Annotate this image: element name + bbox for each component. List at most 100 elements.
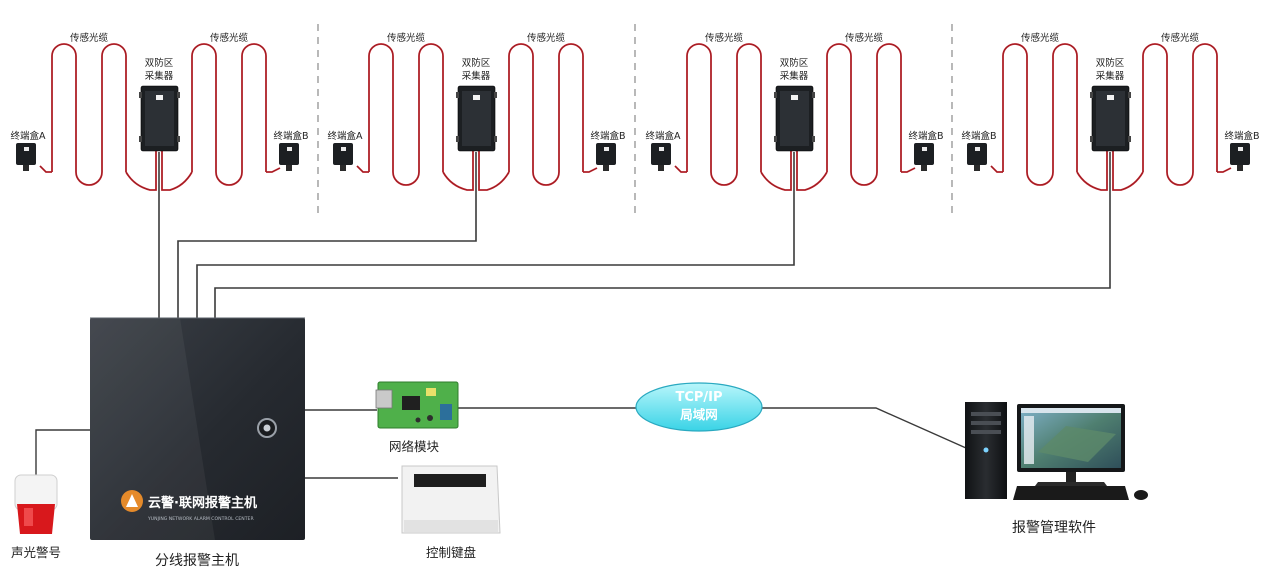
keyboard-base <box>404 520 498 532</box>
collector-latch <box>139 136 142 142</box>
collector-label-line2: 采集器 <box>462 70 491 82</box>
terminal-indicator-icon <box>922 147 927 151</box>
terminal-box-right <box>914 143 934 165</box>
terminal-label-right: 终端盒B <box>1224 130 1259 142</box>
terminal-label-left: 终端盒A <box>11 130 47 142</box>
terminal-indicator-icon <box>24 147 29 151</box>
keyboard-caption: 控制键盘 <box>426 545 476 560</box>
sensing-fiber-core <box>990 43 1232 191</box>
collector-latch <box>1128 136 1131 142</box>
collector-latch <box>139 92 142 98</box>
fiber-label-left: 传感光缆 <box>705 32 744 44</box>
terminal-box-left <box>967 143 987 165</box>
host-reflection <box>90 318 215 540</box>
fiber-label-left: 传感光缆 <box>1021 32 1060 44</box>
collector-latch <box>774 136 777 142</box>
sensing-fiber-core <box>39 43 281 191</box>
collector-latch <box>774 92 777 98</box>
rj45-port-icon <box>375 389 393 409</box>
terminal-gland <box>658 165 664 171</box>
fiber-label-left: 传感光缆 <box>387 32 426 44</box>
component-icon <box>440 404 452 420</box>
terminal-gland <box>286 165 292 171</box>
lan-label-line1: TCP/IP <box>675 390 722 405</box>
collector-latch <box>456 136 459 142</box>
terminal-label-right: 终端盒B <box>908 130 943 142</box>
terminal-gland <box>974 165 980 171</box>
component-icon <box>426 388 436 396</box>
siren-caption: 声光警号 <box>11 545 61 560</box>
trunk-cable-zone2 <box>177 152 477 318</box>
network-module: 网络模块 <box>375 381 459 454</box>
collector-face <box>145 91 174 146</box>
siren-highlight <box>24 508 33 526</box>
collector-label-line1: 双防区 <box>462 57 491 69</box>
collector-label-line2: 采集器 <box>145 70 174 82</box>
screen-sidebar <box>1024 416 1034 464</box>
terminal-label-left: 终端盒A <box>646 130 682 142</box>
collector-face <box>462 91 491 146</box>
collector-face <box>1096 91 1125 146</box>
terminal-indicator-icon <box>1238 147 1243 151</box>
lock-icon[interactable] <box>257 418 277 438</box>
fiber-label-right: 传感光缆 <box>845 32 884 44</box>
collector-latch <box>1090 136 1093 142</box>
terminal-gland <box>23 165 29 171</box>
collector-latch <box>812 136 815 142</box>
host-cables <box>35 407 967 479</box>
collector-latch <box>812 92 815 98</box>
siren-lens <box>17 504 55 534</box>
terminal-gland <box>603 165 609 171</box>
terminal-label-right: 终端盒B <box>590 130 625 142</box>
control-keyboard: 控制键盘 <box>401 465 501 560</box>
terminal-label-left: 终端盒B <box>961 130 996 142</box>
siren-cable <box>35 429 90 475</box>
collector-latch <box>456 92 459 98</box>
drive-bay <box>971 412 1001 416</box>
terminal-box-right <box>279 143 299 165</box>
capacitor-icon <box>427 415 433 421</box>
trunk-cable-zone4 <box>214 152 1111 318</box>
lan-ellipse <box>635 382 763 432</box>
drive-bay <box>971 430 1001 434</box>
host-brand-text: 云警·联网报警主机 <box>148 495 257 511</box>
management-pc: 报警管理软件 <box>965 402 1148 536</box>
collector-latch <box>1090 92 1093 98</box>
terminal-gland <box>1237 165 1243 171</box>
fiber-label-right: 传感光缆 <box>1161 32 1200 44</box>
host-brand-subtext: YUNJING NETWORK ALARM CONTROL CENTER <box>147 516 254 522</box>
terminal-box-right <box>1230 143 1250 165</box>
terminal-indicator-icon <box>975 147 980 151</box>
collector-latch <box>177 136 180 142</box>
sensing-fiber-core <box>674 43 916 191</box>
host-cabinet <box>90 318 305 540</box>
collector-label-line2: 采集器 <box>1096 70 1125 82</box>
zone-separators <box>317 24 953 214</box>
trunk-cable-zone3 <box>196 152 795 318</box>
terminal-gland <box>340 165 346 171</box>
monitor-neck <box>1066 472 1076 482</box>
terminal-label-right: 终端盒B <box>273 130 308 142</box>
terminal-gland <box>921 165 927 171</box>
lan-label-line2: 局域网 <box>680 407 718 422</box>
pc-keyboard <box>1013 486 1129 500</box>
capacitor-icon <box>415 417 421 423</box>
alarm-host: 云警·联网报警主机 YUNJING NETWORK ALARM CONTROL … <box>90 317 305 569</box>
network-module-caption: 网络模块 <box>389 439 440 454</box>
lan-cable-right <box>762 407 967 449</box>
collector-indicator-icon <box>1107 95 1114 100</box>
fiber-label-left: 传感光缆 <box>70 32 109 44</box>
collector-latch <box>494 136 497 142</box>
terminal-box-right <box>596 143 616 165</box>
terminal-box-left <box>333 143 353 165</box>
collector-label-line1: 双防区 <box>1096 57 1125 69</box>
pc-mouse-icon <box>1134 490 1148 500</box>
software-caption: 报警管理软件 <box>1012 520 1096 536</box>
collector-trunk-cables <box>158 152 1111 318</box>
